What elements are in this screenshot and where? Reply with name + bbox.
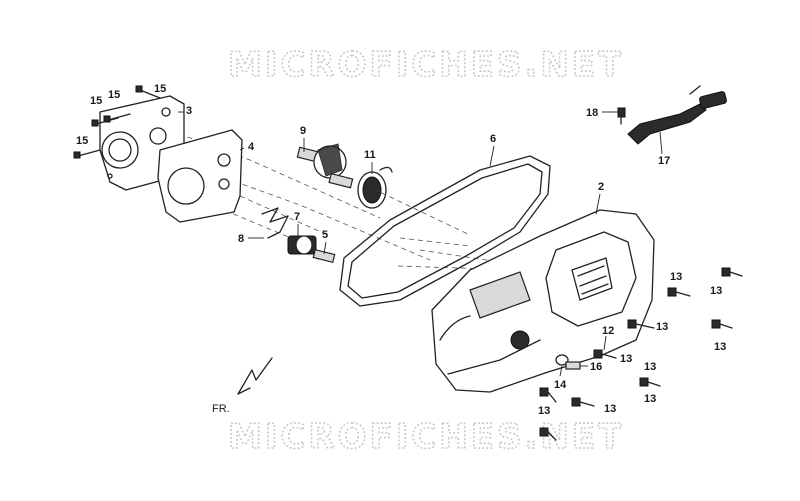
callout-13-i: 13 bbox=[644, 393, 656, 405]
part-14-washer bbox=[555, 354, 569, 366]
callout-15-a: 15 bbox=[90, 95, 102, 107]
callout-8: 8 bbox=[238, 233, 244, 245]
bolt-13-6 bbox=[639, 377, 661, 387]
callout-14: 14 bbox=[554, 379, 567, 391]
callout-15-c: 15 bbox=[154, 83, 166, 95]
bolt-15-d bbox=[73, 149, 101, 159]
bolt-13-1 bbox=[667, 287, 691, 297]
part-5-pin bbox=[312, 248, 336, 264]
part-13-bolts bbox=[539, 267, 743, 441]
part-4-gasket bbox=[157, 129, 243, 223]
watermark-bottom: MICROFICHES.NET bbox=[228, 417, 624, 457]
callout-13-e: 13 bbox=[620, 353, 632, 365]
bolt-13-4 bbox=[711, 319, 733, 329]
part-16-dowel bbox=[565, 361, 581, 370]
callout-15-d: 15 bbox=[76, 135, 88, 147]
bolt-13-8 bbox=[571, 397, 595, 407]
callout-7: 7 bbox=[294, 211, 300, 223]
bolt-13-3 bbox=[627, 319, 655, 329]
callout-13-a: 13 bbox=[670, 271, 682, 283]
callout-13-c: 13 bbox=[656, 321, 668, 333]
part-11-spring bbox=[357, 166, 393, 209]
direction-label: FR. bbox=[212, 403, 230, 415]
part-2-crankcase-cover bbox=[431, 209, 655, 393]
front-direction-arrow bbox=[237, 357, 273, 395]
part-15-bolts bbox=[73, 85, 161, 159]
bolt-13-5 bbox=[593, 349, 617, 359]
bolt-13-2 bbox=[721, 267, 743, 277]
bolt-13-7 bbox=[539, 387, 557, 403]
part-8-clip bbox=[261, 207, 289, 239]
bolt-13-9 bbox=[539, 427, 557, 441]
callout-3: 3 bbox=[186, 105, 192, 117]
callout-11: 11 bbox=[364, 149, 376, 161]
leader-lines bbox=[178, 111, 663, 377]
callout-12: 12 bbox=[602, 325, 614, 337]
callout-13-d: 13 bbox=[714, 341, 726, 353]
callout-6: 6 bbox=[490, 133, 496, 145]
callout-15-b: 15 bbox=[108, 89, 120, 101]
part-18-bolt bbox=[617, 107, 626, 125]
callout-17: 17 bbox=[658, 155, 670, 167]
bolt-15-c bbox=[135, 85, 161, 99]
callout-13-g: 13 bbox=[538, 405, 550, 417]
watermark-top: MICROFICHES.NET bbox=[228, 45, 624, 85]
callout-4: 4 bbox=[248, 141, 255, 153]
part-7-driven-gear bbox=[287, 235, 317, 255]
callout-13-f: 13 bbox=[644, 361, 656, 373]
bolt-15-b bbox=[103, 113, 131, 123]
part-9-kick-spindle bbox=[296, 143, 354, 189]
callout-13-h: 13 bbox=[604, 403, 616, 415]
callout-numbers: 2 3 4 5 6 7 8 9 11 12 13 13 13 13 13 13 … bbox=[76, 83, 726, 417]
callout-13-b: 13 bbox=[710, 285, 722, 297]
callout-9: 9 bbox=[300, 125, 306, 137]
callout-18: 18 bbox=[586, 107, 598, 119]
callout-16: 16 bbox=[590, 361, 602, 373]
part-6-cover-gasket bbox=[339, 155, 551, 307]
part-17-kick-lever bbox=[627, 85, 727, 145]
callout-2: 2 bbox=[598, 181, 604, 193]
callout-5: 5 bbox=[322, 229, 328, 241]
